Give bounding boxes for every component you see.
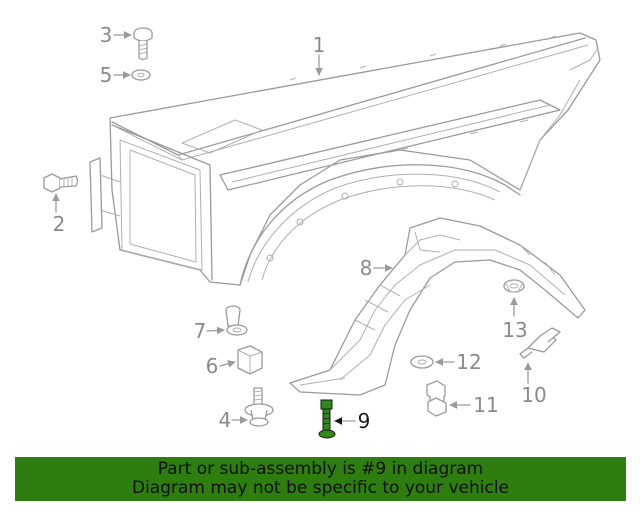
callout-1: 1 bbox=[313, 33, 326, 57]
bolt-part-11 bbox=[426, 380, 447, 417]
bolt-part-4 bbox=[244, 387, 274, 427]
callout-5: 5 bbox=[100, 63, 113, 87]
nut-part-6 bbox=[237, 345, 263, 375]
callout-11: 11 bbox=[473, 393, 498, 417]
screw-part-3 bbox=[133, 27, 153, 61]
callout-4: 4 bbox=[219, 408, 232, 432]
callout-12: 12 bbox=[456, 350, 481, 374]
callout-3: 3 bbox=[100, 23, 113, 47]
banner-line-1: Part or sub-assembly is #9 in diagram bbox=[157, 459, 484, 479]
callout-8: 8 bbox=[360, 256, 373, 280]
banner-line-2: Diagram may not be specific to your vehi… bbox=[131, 478, 509, 498]
clip-part-7 bbox=[225, 305, 248, 336]
liner-part-8 bbox=[289, 217, 586, 396]
leader-lines bbox=[52, 31, 532, 425]
callout-7: 7 bbox=[194, 319, 207, 343]
callout-10: 10 bbox=[521, 383, 546, 407]
callout-13: 13 bbox=[502, 318, 527, 342]
part-info-banner: Part or sub-assembly is #9 in diagram Di… bbox=[15, 457, 626, 501]
callout-2: 2 bbox=[53, 212, 66, 236]
clip-part-13 bbox=[503, 279, 525, 293]
callout-6: 6 bbox=[206, 354, 219, 378]
clip-part-10 bbox=[519, 327, 561, 359]
washer-part-5 bbox=[131, 69, 151, 81]
bolt-part-2 bbox=[43, 173, 79, 193]
washer-part-12 bbox=[410, 355, 434, 369]
bolt-part-9-highlighted bbox=[318, 399, 336, 439]
callout-9: 9 bbox=[358, 409, 371, 433]
parts-diagram: 1 2 3 4 5 6 7 8 9 10 11 12 13 bbox=[43, 23, 601, 439]
fender-part-1 bbox=[89, 32, 601, 286]
